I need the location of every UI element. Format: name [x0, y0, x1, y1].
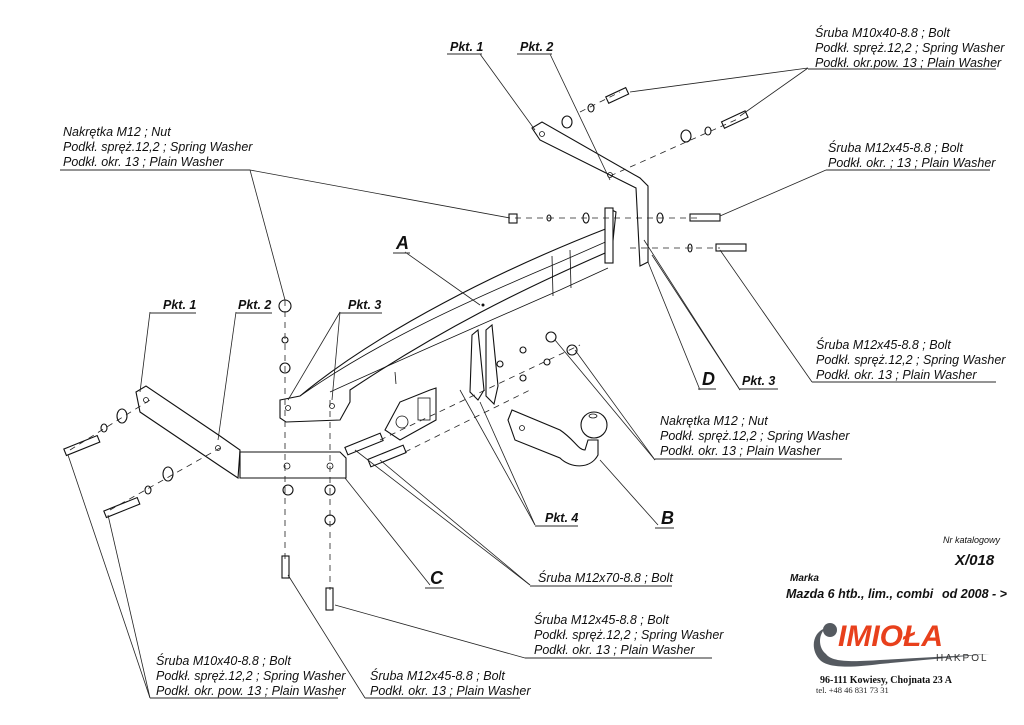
sub-brand-name: HAKPOL: [936, 653, 989, 664]
point-labels: Pkt. 1 Pkt. 2 Pkt. 1 Pkt. 2 Pkt. 3 Pkt. …: [150, 40, 778, 527]
main-crossbeam-part-a: [279, 207, 617, 423]
callout-line: Nakrętka M12 ; Nut: [63, 125, 171, 139]
catalog-number: X/018: [954, 552, 995, 569]
callout-right-bolt-m12-spring: Śruba M12x45-8.8 ; Bolt Podkł. spręż.12,…: [812, 337, 1006, 383]
pkt-label: Pkt. 3: [348, 298, 381, 312]
pkt-label: Pkt. 4: [545, 511, 578, 525]
left-bracket: [135, 385, 241, 479]
make-label: Marka: [790, 573, 819, 584]
callout-line: Śruba M12x45-8.8 ; Bolt: [816, 337, 951, 352]
callout-line: Śruba M12x45-8.8 ; Bolt: [370, 668, 505, 683]
callout-line: Podkł. okr. 13 ; Plain Washer: [660, 444, 821, 458]
callout-line: Podkł. spręż.12,2 ; Spring Washer: [63, 140, 253, 154]
part-letter-b: B: [661, 508, 674, 528]
callout-line: Podkł. okr. ; 13 ; Plain Washer: [828, 156, 996, 170]
callout-bottom-mid-bolt: Śruba M12x45-8.8 ; Bolt Podkł. spręż.12,…: [525, 612, 724, 659]
catalog-label: Nr katalogowy: [943, 535, 1001, 545]
callout-line: Podkł. okr.pow. 13 ; Plain Washer: [815, 56, 1002, 70]
tow-ball-part-b: [507, 409, 608, 467]
pkt-label: Pkt. 2: [238, 298, 271, 312]
callout-line: Podkł. okr. 13 ; Plain Washer: [534, 643, 695, 657]
callout-line: Podkł. spręż.12,2 ; Spring Washer: [156, 669, 346, 683]
brand-name: IMIOŁA: [838, 620, 943, 653]
assembly-axes: [69, 91, 741, 590]
callout-line: Podkł. okr. 13 ; Plain Washer: [63, 155, 224, 169]
callout-right-bolt-m12: Śruba M12x45-8.8 ; Bolt Podkł. okr. ; 13…: [826, 140, 996, 171]
callout-bolt-m12x70: Śruba M12x70-8.8 ; Bolt: [530, 570, 673, 587]
callout-line: Podkł. okr. pow. 13 ; Plain Washer: [156, 684, 347, 698]
callout-line: Śruba M10x40-8.8 ; Bolt: [156, 653, 291, 668]
callout-line: Nakrętka M12 ; Nut: [660, 414, 768, 428]
pkt-label: Pkt. 1: [163, 298, 196, 312]
part-letter-c: C: [430, 568, 444, 588]
company-address: 96-111 Kowiesy, Chojnata 23 A: [820, 675, 953, 686]
socket-plate: [384, 387, 437, 441]
callout-line: Podkł. spręż.12,2 ; Spring Washer: [816, 353, 1006, 367]
pkt-label: Pkt. 2: [520, 40, 553, 54]
pkt-label: Pkt. 1: [450, 40, 483, 54]
callout-line: Śruba M12x45-8.8 ; Bolt: [828, 140, 963, 155]
callout-line: Śruba M12x45-8.8 ; Bolt: [534, 612, 669, 627]
vehicle-model: Mazda 6 htb., lim., combi: [786, 587, 934, 601]
callout-top-right-bolt: Śruba M10x40-8.8 ; Bolt Podkł. spręż.12,…: [808, 25, 1005, 70]
company-phone: tel. +48 46 831 73 31: [816, 685, 889, 695]
callout-line: Podkł. spręż.12,2 ; Spring Washer: [815, 41, 1005, 55]
pkt-label: Pkt. 3: [742, 374, 775, 388]
leader-lines: [67, 53, 827, 699]
part-letter-a: A: [395, 233, 409, 253]
catalog-info: Nr katalogowy X/018 Marka Mazda 6 htb., …: [786, 535, 1008, 601]
callout-line: Śruba M12x70-8.8 ; Bolt: [538, 570, 673, 585]
lower-plate-part-c: [239, 451, 347, 479]
callout-mid-nut: Nakrętka M12 ; Nut Podkł. spręż.12,2 ; S…: [655, 414, 850, 460]
production-years: od 2008 - >: [942, 587, 1008, 601]
callout-line: Podkł. spręż.12,2 ; Spring Washer: [534, 628, 724, 642]
fasteners: [63, 86, 749, 611]
ball-mount-tabs: [469, 323, 499, 406]
callout-line: Śruba M10x40-8.8 ; Bolt: [815, 25, 950, 40]
callout-bottom-center-bolt: Śruba M12x45-8.8 ; Bolt Podkł. okr. 13 ;…: [365, 668, 531, 699]
callout-line: Podkł. spręż.12,2 ; Spring Washer: [660, 429, 850, 443]
part-letters: A B C D: [393, 233, 716, 589]
callout-line: Podkł. okr. 13 ; Plain Washer: [370, 684, 531, 698]
callout-bottom-left-bolt: Śruba M10x40-8.8 ; Bolt Podkł. spręż.12,…: [150, 653, 347, 699]
hook-icon: [813, 623, 990, 667]
part-letter-d: D: [702, 369, 715, 389]
company-logo: IMIOŁA HAKPOL 96-111 Kowiesy, Chojnata 2…: [813, 620, 990, 695]
callout-left-nut: Nakrętka M12 ; Nut Podkł. spręż.12,2 ; S…: [60, 125, 253, 171]
callout-line: Podkł. okr. 13 ; Plain Washer: [816, 368, 977, 382]
